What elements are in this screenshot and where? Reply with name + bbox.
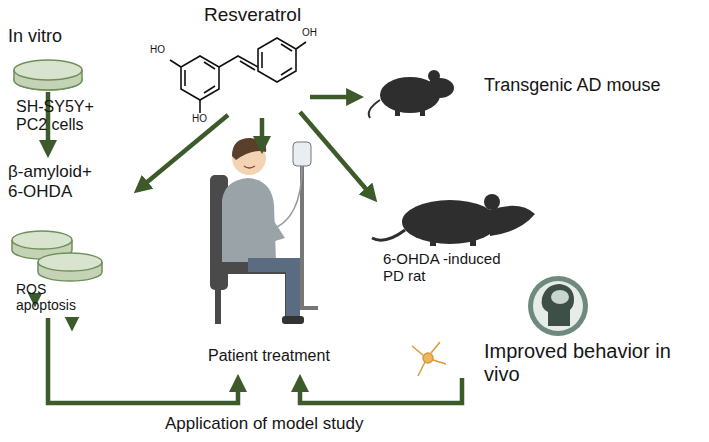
flow-arrow [48, 92, 462, 403]
neuron-icon [412, 342, 446, 376]
section-label: In vitro [8, 26, 98, 47]
atom-label: OH [302, 27, 326, 39]
model-label: Transgenic AD mouse [484, 75, 699, 96]
caption-text: Application of model study [165, 414, 465, 434]
treatment-label: Patient treatment [208, 347, 368, 365]
outcome-label: Improved behavior in vivo [484, 340, 674, 386]
brain-icon [528, 276, 588, 336]
treatment-label: β-amyloid+ 6-OHDA [8, 162, 110, 201]
cell-label: SH-SY5Y+ PC2 cells [16, 98, 108, 135]
model-label: 6-OHDA -induced PD rat [383, 250, 511, 285]
atom-label: HO [150, 44, 174, 56]
molecule [170, 38, 306, 113]
mouse-figure [369, 70, 454, 118]
rat-figure [372, 194, 535, 246]
outcome-label: ROS apoptosis [16, 281, 94, 313]
atom-label: HO [192, 113, 216, 125]
title-text: Resveratrol [204, 4, 324, 26]
patient-figure [210, 138, 318, 324]
